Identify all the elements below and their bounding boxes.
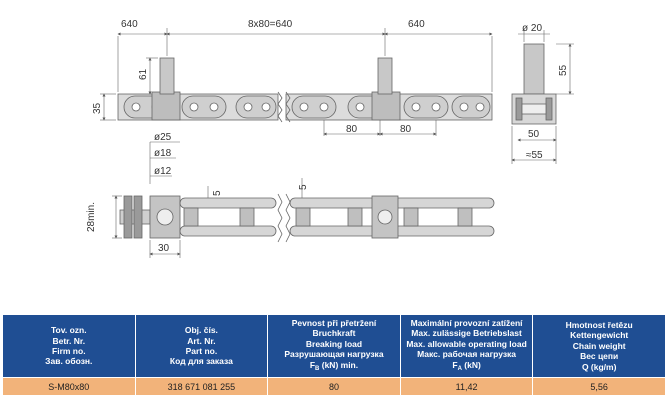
side-pin [523, 43, 545, 95]
dim-80-right: 80 [400, 124, 412, 135]
break-mark [277, 91, 283, 123]
dim-5-right: 5 [298, 184, 309, 190]
dim-28-min: 28min. [86, 202, 97, 232]
table-row: S-M80x80 318 671 081 255 80 11,42 5,56 [2, 377, 666, 396]
plan-bearing [149, 195, 181, 239]
attachment-plate-right [371, 91, 401, 121]
front-view-dimensions [100, 28, 493, 184]
spec-table: Tov. ozn. Betr. Nr. Firm no. Зав. обозн.… [2, 314, 666, 396]
cell-operating-load: 11,42 [399, 377, 534, 396]
cell-part-no: 318 671 081 255 [134, 377, 269, 396]
dim-dia-25: ø25 [154, 132, 172, 143]
dim-61: 61 [138, 68, 149, 80]
header-chain-weight: Hmotnost řetězu Kettengewicht Chain weig… [532, 314, 666, 378]
dim-50: 50 [528, 129, 540, 140]
dim-80-left: 80 [346, 124, 358, 135]
cell-breaking-load: 80 [267, 377, 401, 396]
side-view [511, 43, 557, 125]
break-mark [285, 193, 291, 243]
cell-weight: 5,56 [532, 377, 666, 396]
vertical-pin-left [159, 57, 175, 95]
header-breaking-load: Pevnost při přetržení Bruchkraft Breakin… [267, 314, 401, 378]
dim-640-right: 640 [408, 19, 425, 30]
front-view [117, 57, 493, 123]
dim-640-left: 640 [121, 19, 138, 30]
vertical-pin-right [377, 57, 393, 95]
dim-dia-20: ø 20 [522, 23, 542, 34]
plan-view [119, 193, 495, 243]
attachment-plate-left [151, 91, 181, 121]
dim-dia-18: ø18 [154, 148, 172, 159]
break-mark [285, 91, 291, 123]
header-operating-load: Maximální provozní zatížení Max. zulässi… [399, 314, 534, 378]
header-part-no: Obj. čís. Art. Nr. Part no. Код для зака… [134, 314, 269, 378]
dim-dia-12: ø12 [154, 166, 172, 177]
dim-8x80-640: 8x80=640 [248, 19, 293, 30]
plan-view-dimensions [112, 178, 303, 258]
dim-5-left: 5 [212, 190, 223, 196]
cell-firm-no: S-M80x80 [2, 377, 136, 396]
dim-approx-55: ≈55 [526, 150, 543, 161]
spec-table-header-row: Tov. ozn. Betr. Nr. Firm no. Зав. обозн.… [2, 314, 666, 378]
dim-55-side: 55 [558, 64, 569, 76]
break-mark [277, 193, 283, 243]
dim-35: 35 [92, 102, 103, 114]
chain-technical-drawing: 640 8x80=640 640 61 35 80 80 ø25 ø18 ø12… [86, 19, 574, 258]
header-firm-no: Tov. ozn. Betr. Nr. Firm no. Зав. обозн. [2, 314, 136, 378]
side-view-dimensions [511, 30, 574, 164]
dim-30: 30 [158, 243, 170, 254]
